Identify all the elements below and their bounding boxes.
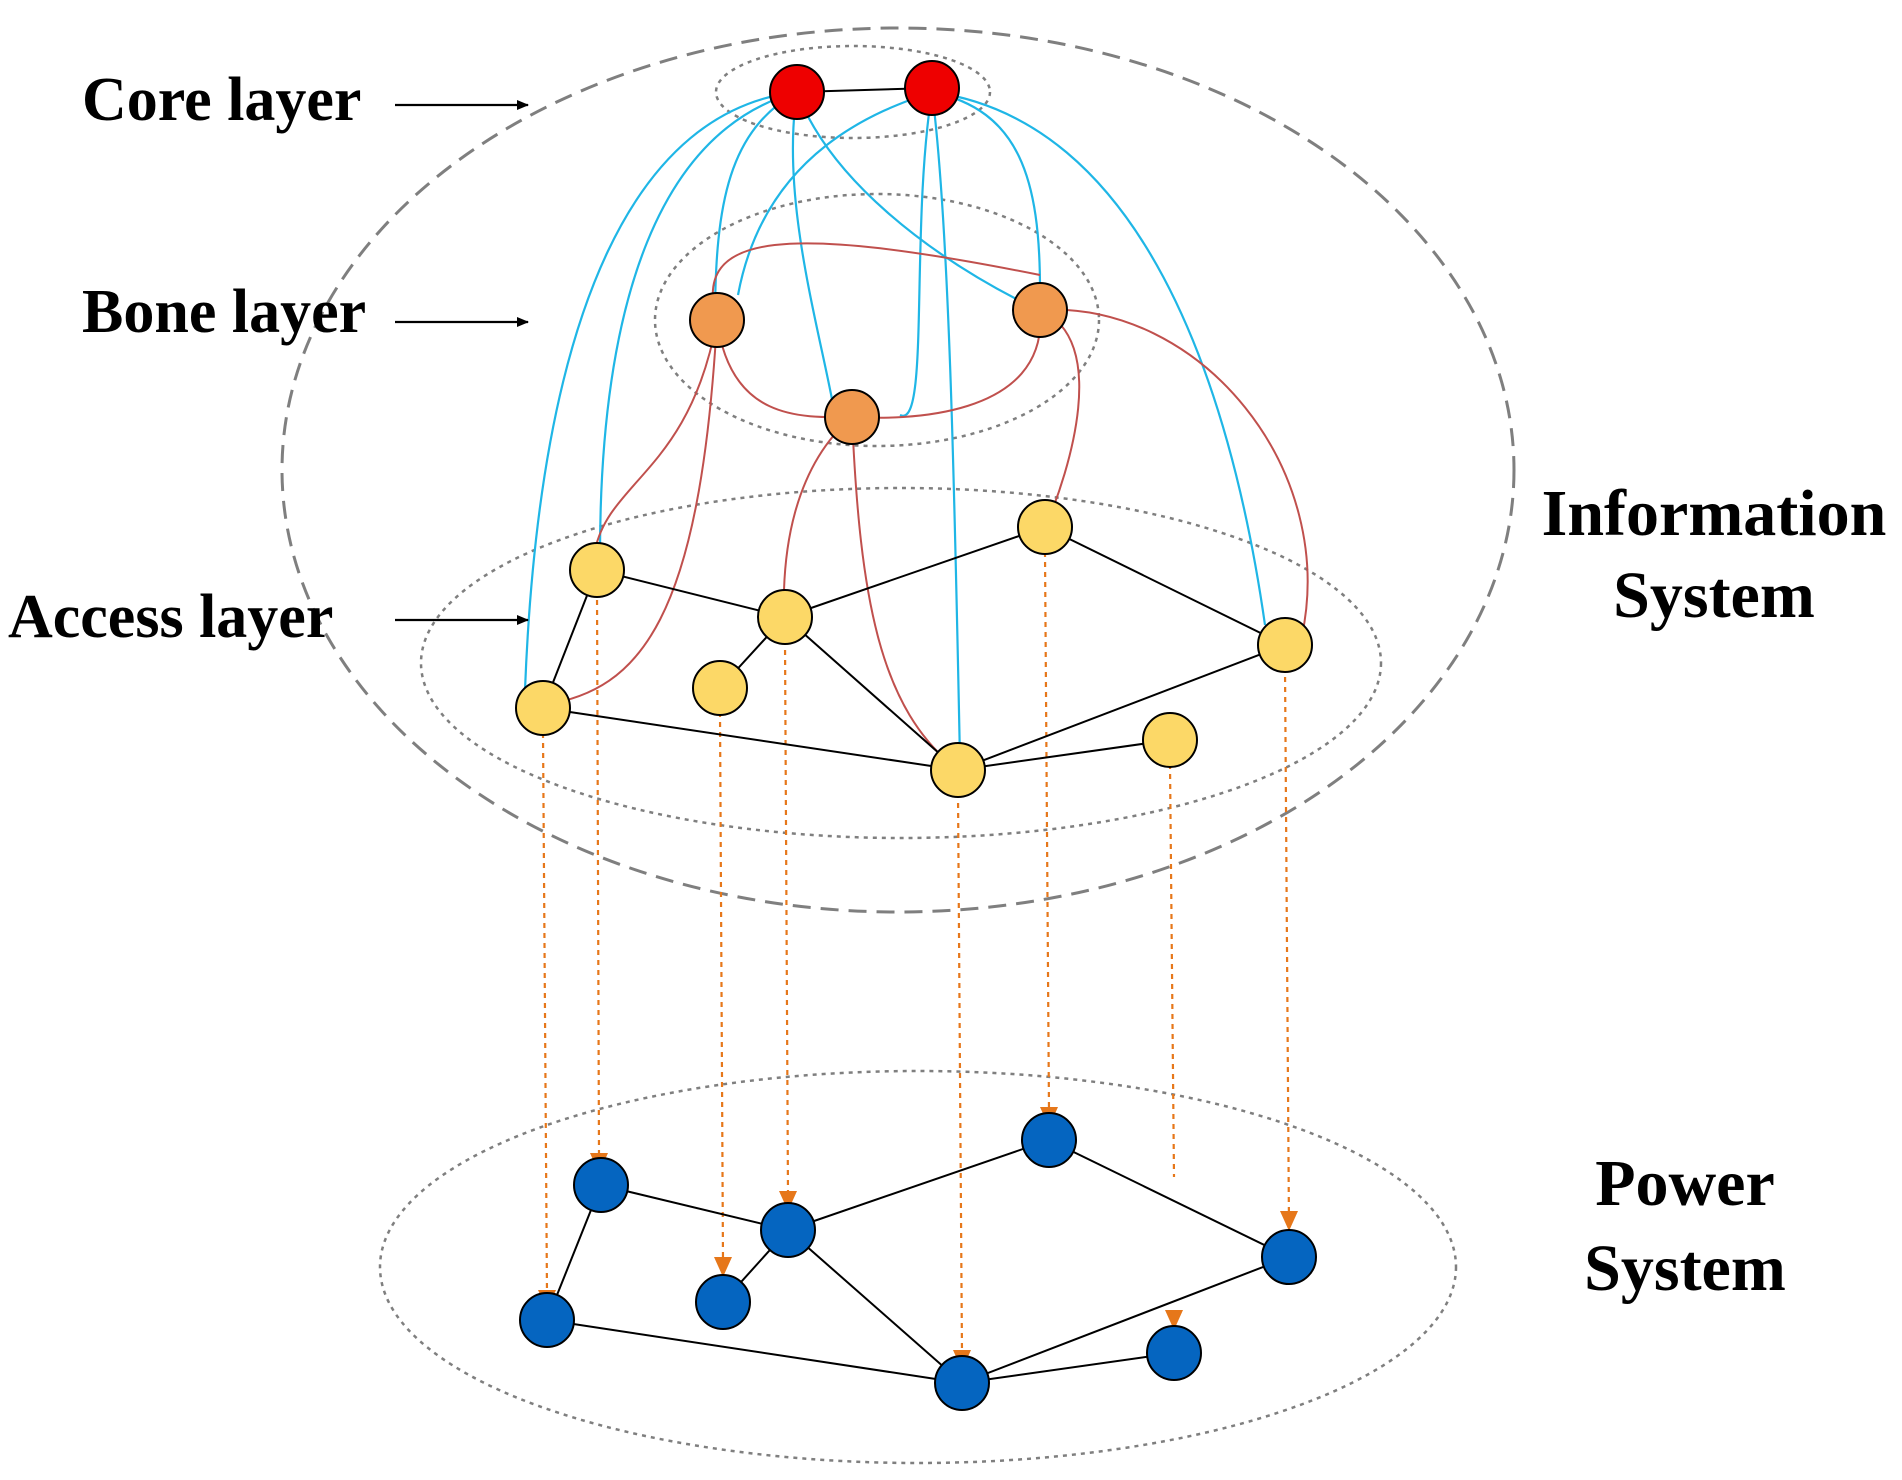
information-system-label-line1: Information — [1542, 477, 1887, 550]
bone-layer-boundary — [653, 192, 1101, 448]
core-layer-label: Core layer — [82, 66, 361, 134]
bone-link — [1039, 309, 1081, 529]
access-nodes — [515, 499, 1313, 798]
bone-link — [851, 309, 1042, 419]
core-link — [523, 90, 798, 691]
information-system-label-line2: System — [1613, 559, 1815, 632]
power-nodes — [519, 1112, 1317, 1411]
access-node — [930, 742, 986, 798]
bone-node — [689, 292, 745, 348]
bone-link — [851, 416, 959, 771]
core-link — [791, 91, 837, 416]
bone-links — [543, 242, 1309, 771]
access-node — [1257, 617, 1313, 673]
mapping-arrow — [1168, 763, 1176, 1178]
power-edge — [787, 1139, 1050, 1231]
access-edge — [957, 739, 1171, 771]
mapping-arrow — [595, 589, 601, 1159]
mapping-arrow — [783, 639, 790, 1197]
bone-nodes — [689, 282, 1068, 445]
core-link — [930, 91, 962, 761]
core-link — [899, 91, 934, 417]
power-node — [573, 1157, 629, 1213]
power-node — [695, 1274, 751, 1330]
bone-node — [824, 389, 880, 445]
core-node — [904, 60, 960, 116]
mapping-arrow — [1283, 666, 1291, 1229]
access-edge — [784, 616, 959, 771]
access-node — [1142, 712, 1198, 768]
access-edge — [1044, 526, 1286, 646]
mapping-arrowhead — [1165, 1310, 1183, 1330]
core-link — [598, 90, 798, 556]
bone-link — [783, 416, 853, 591]
mapping-arrowhead — [779, 1191, 797, 1211]
core-link — [736, 90, 933, 296]
information-system-boundary — [280, 26, 1516, 914]
mapping-arrow — [1043, 551, 1051, 1113]
access-node — [515, 680, 571, 736]
mapping-arrowhead — [1280, 1211, 1298, 1231]
core-link — [931, 90, 1042, 291]
power-system-label-line1: Power — [1595, 1147, 1775, 1220]
access-edge — [542, 707, 959, 771]
core-node — [769, 64, 825, 120]
power-edge — [600, 1184, 789, 1231]
bone-link — [594, 319, 718, 551]
bone-layer-label: Bone layer — [82, 278, 366, 346]
power-system-boundary — [378, 1069, 1458, 1465]
bone-link — [1039, 308, 1309, 641]
bone-link — [543, 319, 718, 706]
mapping-arrowhead — [714, 1257, 732, 1277]
power-node — [1146, 1325, 1202, 1381]
bone-node — [1012, 282, 1068, 338]
access-edge — [596, 569, 786, 618]
access-layer-boundary — [419, 486, 1383, 840]
power-node — [1261, 1229, 1317, 1285]
core-links — [523, 90, 1267, 761]
access-edge — [784, 526, 1046, 618]
mapping-arrow — [956, 792, 964, 1356]
core-layer-boundary — [714, 44, 992, 140]
access-node — [757, 589, 813, 645]
power-system-label-line2: System — [1584, 1232, 1786, 1305]
power-node — [760, 1202, 816, 1258]
core-link — [931, 90, 1267, 626]
power-edge — [961, 1256, 1290, 1384]
bone-link — [711, 242, 1041, 321]
power-node — [519, 1292, 575, 1348]
power-node — [1021, 1112, 1077, 1168]
mapping-arrow — [541, 732, 549, 1296]
mapping-arrow — [718, 711, 725, 1263]
core-nodes — [769, 60, 960, 120]
label-pointers — [395, 100, 529, 625]
core-link — [795, 91, 1023, 303]
power-edge — [1048, 1139, 1290, 1258]
power-edge — [961, 1352, 1175, 1384]
power-edge — [546, 1319, 963, 1384]
access-edge — [957, 644, 1286, 771]
access-layer-label: Access layer — [8, 583, 333, 651]
boundaries — [280, 26, 1516, 1465]
mapping-arrows — [541, 551, 1291, 1356]
access-node — [569, 542, 625, 598]
access-node — [1017, 499, 1073, 555]
access-node — [692, 660, 748, 716]
power-edge — [787, 1229, 963, 1384]
power-node — [934, 1355, 990, 1411]
